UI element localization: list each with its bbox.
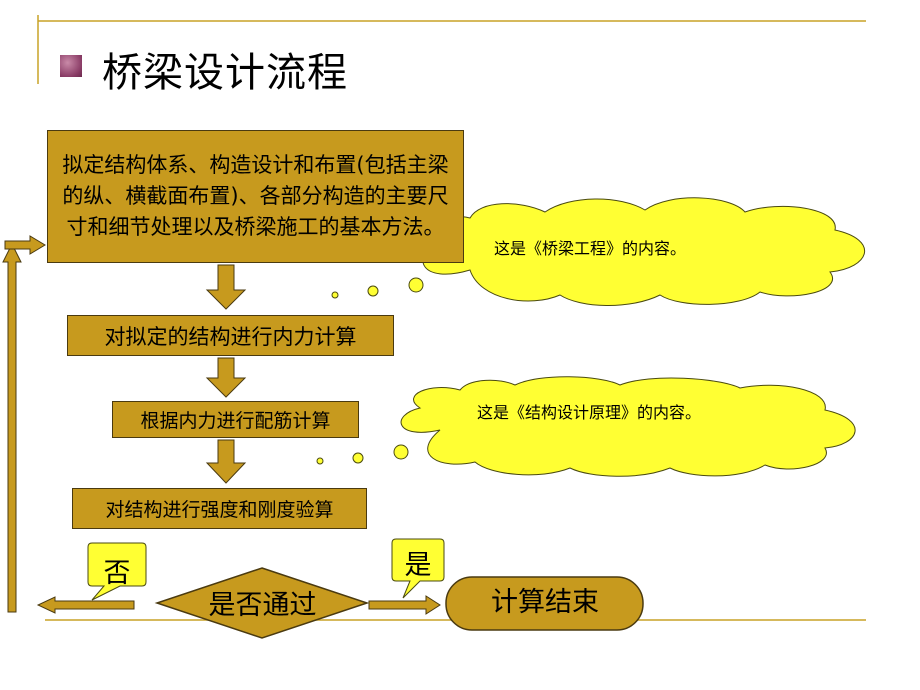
bubble1-text: 这是《桥梁工程》的内容。: [494, 239, 687, 258]
decision-diamond: [154, 567, 370, 639]
no-callout: [87, 542, 147, 601]
step1-box: 拟定结构体系、构造设计和布置(包括主梁的纵、横截面布置)、各部分构造的主要尺寸和…: [47, 130, 464, 263]
thought-bubble-2: [316, 376, 856, 477]
arrow-down-2: [205, 357, 247, 398]
bubble2-text: 这是《结构设计原理》的内容。: [477, 403, 702, 422]
yes-callout: [391, 538, 445, 599]
arrow-right-yes: [368, 595, 441, 615]
arrow-down-1: [205, 264, 247, 310]
end-box: [445, 576, 644, 631]
square-bullet-icon: [60, 55, 82, 77]
return-arrow-up: [2, 242, 22, 613]
step4-text: 对结构进行强度和刚度验算: [105, 499, 334, 521]
step3-text: 根据内力进行配筋计算: [140, 410, 331, 432]
arrow-right-into-step1: [4, 235, 46, 255]
step2-box: 对拟定的结构进行内力计算: [67, 315, 394, 356]
step4-box: 对结构进行强度和刚度验算: [72, 488, 367, 529]
end-text: 计算结束: [491, 587, 599, 618]
no-label: 否: [103, 558, 131, 589]
step3-box: 根据内力进行配筋计算: [112, 401, 359, 438]
slide-title: 桥梁设计流程: [102, 50, 348, 96]
step2-text: 对拟定的结构进行内力计算: [104, 324, 357, 349]
decision-text: 是否通过: [208, 590, 317, 621]
yes-label: 是: [404, 550, 432, 581]
arrow-left-no: [36, 596, 135, 614]
thought-bubble-1: [331, 197, 866, 306]
step1-text: 拟定结构体系、构造设计和布置(包括主梁的纵、横截面布置)、各部分构造的主要尺寸和…: [62, 153, 449, 239]
arrow-down-3: [205, 439, 247, 484]
